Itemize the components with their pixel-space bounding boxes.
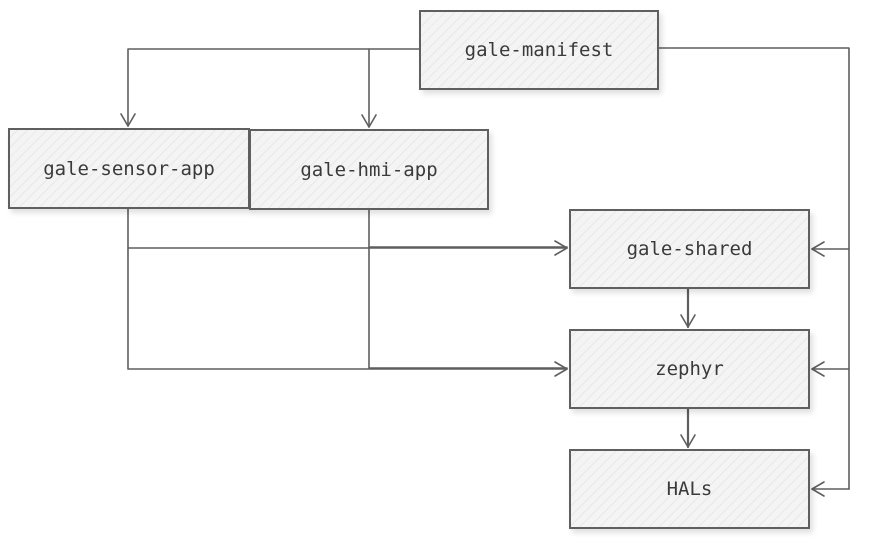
node-gale-shared: gale-shared (569, 209, 810, 289)
node-zephyr: zephyr (569, 329, 810, 409)
edge-sensor-app-to-zephyr (127, 247, 568, 370)
arrowhead-zephyr-right (811, 361, 825, 377)
arrowhead-shared-left (554, 240, 568, 256)
arrowhead-hals-right (811, 481, 825, 497)
node-gale-hmi-app: gale-hmi-app (249, 129, 489, 210)
edge-manifest-right-bus (658, 47, 850, 490)
arrowhead-zephyr-top (680, 314, 696, 328)
arrowhead-hmi-app (361, 114, 377, 128)
arrowhead-shared-right (811, 241, 825, 257)
edge-sensor-app-to-shared (127, 208, 568, 249)
arrowhead-zephyr-left (554, 361, 568, 377)
node-label: HALs (666, 478, 713, 500)
node-label: gale-sensor-app (43, 157, 215, 180)
node-hals: HALs (569, 449, 810, 529)
arrowhead-sensor-app (120, 113, 136, 127)
arrowhead-hals-top (680, 434, 696, 448)
node-label: gale-shared (626, 238, 753, 260)
node-label: gale-hmi-app (300, 158, 438, 181)
edge-hmi-app-to-zephyr (368, 246, 568, 369)
node-gale-manifest: gale-manifest (419, 10, 659, 90)
edge-hmi-app-to-shared (368, 209, 568, 248)
node-label: gale-manifest (464, 39, 614, 61)
node-gale-sensor-app: gale-sensor-app (8, 128, 250, 209)
edge-manifest-to-sensor-app (127, 48, 420, 127)
node-label: zephyr (655, 358, 724, 380)
